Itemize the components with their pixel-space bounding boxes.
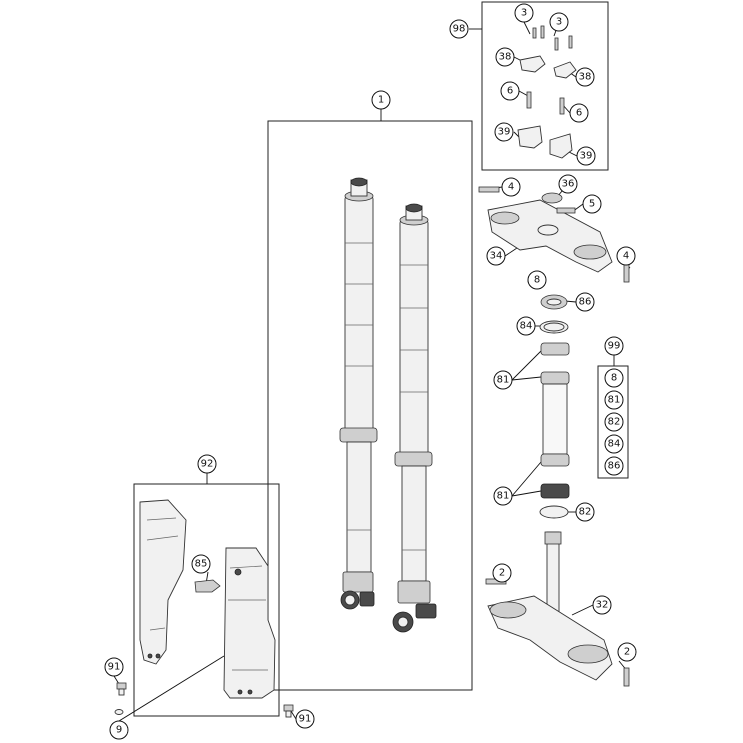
callout-3b: 3 bbox=[549, 12, 569, 32]
callout-kit-8: 8 bbox=[604, 368, 624, 388]
callout-39a: 39 bbox=[494, 122, 514, 142]
svg-text:2: 2 bbox=[624, 647, 630, 658]
fork-leg-right bbox=[392, 203, 437, 633]
fork-guard-left bbox=[139, 499, 187, 665]
svg-text:92: 92 bbox=[201, 459, 214, 470]
callout-6a: 6 bbox=[500, 81, 520, 101]
callout-38b: 38 bbox=[575, 67, 595, 87]
svg-text:3: 3 bbox=[521, 8, 527, 19]
svg-text:4: 4 bbox=[508, 182, 514, 193]
svg-text:91: 91 bbox=[299, 714, 312, 725]
svg-text:81: 81 bbox=[497, 491, 510, 502]
svg-text:84: 84 bbox=[608, 439, 621, 450]
svg-text:5: 5 bbox=[589, 199, 595, 210]
callout-38a: 38 bbox=[495, 47, 515, 67]
svg-text:39: 39 bbox=[580, 151, 593, 162]
triple-clamp-lower bbox=[485, 531, 630, 687]
callout-98: 98 bbox=[449, 19, 469, 39]
callout-kit-82: 82 bbox=[604, 412, 624, 432]
callout-86a: 86 bbox=[575, 292, 595, 312]
callout-81b: 81 bbox=[493, 486, 513, 506]
callout-92: 92 bbox=[197, 454, 217, 474]
svg-text:9: 9 bbox=[116, 725, 122, 736]
washer-9 bbox=[114, 709, 124, 715]
steering-bearings bbox=[527, 276, 570, 519]
callout-34: 34 bbox=[486, 246, 506, 266]
screw-91-left bbox=[116, 682, 127, 696]
svg-text:36: 36 bbox=[562, 179, 575, 190]
frame-fork-guards bbox=[133, 483, 280, 717]
svg-text:98: 98 bbox=[453, 24, 466, 35]
svg-text:34: 34 bbox=[490, 251, 503, 262]
callout-85: 85 bbox=[191, 554, 211, 574]
svg-text:6: 6 bbox=[576, 108, 582, 119]
svg-text:99: 99 bbox=[608, 341, 621, 352]
callout-4a: 4 bbox=[501, 177, 521, 197]
svg-text:6: 6 bbox=[507, 86, 513, 97]
frame-bearing-kit bbox=[597, 365, 629, 479]
callout-4b: 4 bbox=[616, 246, 636, 266]
callout-9: 9 bbox=[109, 720, 129, 740]
callout-5: 5 bbox=[582, 194, 602, 214]
callout-39b: 39 bbox=[576, 146, 596, 166]
svg-text:8: 8 bbox=[611, 373, 617, 384]
callout-99: 99 bbox=[604, 336, 624, 356]
svg-text:84: 84 bbox=[520, 321, 533, 332]
svg-text:3: 3 bbox=[556, 17, 562, 28]
svg-text:86: 86 bbox=[608, 461, 621, 472]
triple-clamp-upper bbox=[478, 186, 630, 283]
svg-text:81: 81 bbox=[608, 395, 621, 406]
frame-clamp-kit bbox=[481, 1, 609, 171]
clamp-kit-parts bbox=[517, 25, 577, 159]
svg-text:81: 81 bbox=[497, 375, 510, 386]
svg-text:82: 82 bbox=[608, 417, 621, 428]
callout-36: 36 bbox=[558, 174, 578, 194]
frame-fork-assembly bbox=[267, 120, 473, 691]
callout-91b: 91 bbox=[295, 709, 315, 729]
svg-text:91: 91 bbox=[108, 662, 121, 673]
callout-2b: 2 bbox=[617, 642, 637, 662]
callout-kit-84: 84 bbox=[604, 434, 624, 454]
callout-kit-86: 86 bbox=[604, 456, 624, 476]
fork-guard-right bbox=[223, 547, 276, 699]
svg-text:32: 32 bbox=[596, 600, 609, 611]
callout-2a: 2 bbox=[492, 563, 512, 583]
callout-kit-81: 81 bbox=[604, 390, 624, 410]
callout-82a: 82 bbox=[575, 502, 595, 522]
svg-text:82: 82 bbox=[579, 507, 592, 518]
svg-text:86: 86 bbox=[579, 297, 592, 308]
callout-91a: 91 bbox=[104, 657, 124, 677]
callout-81a: 81 bbox=[493, 370, 513, 390]
svg-text:8: 8 bbox=[534, 275, 540, 286]
svg-text:39: 39 bbox=[498, 127, 511, 138]
callout-6b: 6 bbox=[569, 103, 589, 123]
svg-text:85: 85 bbox=[195, 559, 208, 570]
callout-32: 32 bbox=[592, 595, 612, 615]
screw-91-right bbox=[283, 704, 294, 718]
svg-text:2: 2 bbox=[499, 568, 505, 579]
callout-1: 1 bbox=[371, 90, 391, 110]
callout-3a: 3 bbox=[514, 3, 534, 23]
callout-84a: 84 bbox=[516, 316, 536, 336]
callout-8a: 8 bbox=[527, 270, 547, 290]
svg-text:4: 4 bbox=[623, 251, 629, 262]
svg-text:38: 38 bbox=[499, 52, 512, 63]
svg-text:38: 38 bbox=[579, 72, 592, 83]
guard-clip bbox=[194, 579, 221, 593]
svg-text:1: 1 bbox=[378, 95, 384, 106]
fork-leg-left bbox=[339, 177, 378, 610]
